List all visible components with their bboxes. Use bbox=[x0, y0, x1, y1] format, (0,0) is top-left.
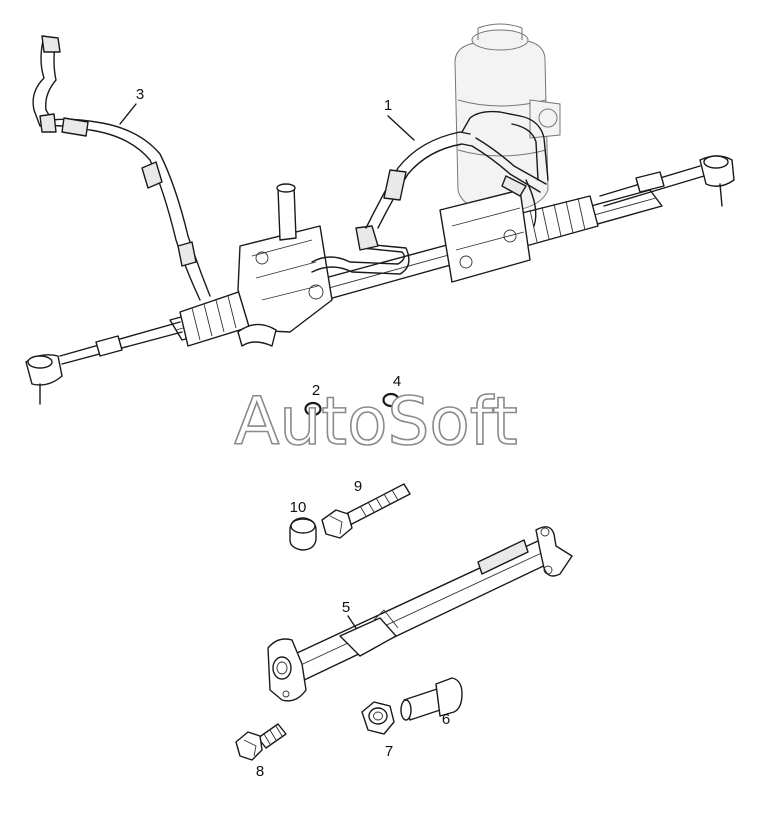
callout-1: 1 bbox=[384, 97, 392, 114]
leader-5 bbox=[347, 615, 357, 629]
short-bolt-8 bbox=[235, 723, 287, 761]
right-tie-rod bbox=[599, 155, 735, 207]
callout-7: 7 bbox=[385, 743, 393, 760]
pressure-line-hose bbox=[311, 110, 549, 275]
callout-labels: 1 2 3 4 5 6 7 8 9 10 bbox=[136, 86, 450, 780]
reservoir-pump bbox=[454, 23, 561, 213]
o-ring-2 bbox=[304, 401, 322, 417]
watermark-text: AutoSoft bbox=[234, 383, 517, 460]
nut-7 bbox=[361, 701, 395, 735]
bracket-5 bbox=[267, 526, 573, 702]
callout-3: 3 bbox=[136, 86, 144, 103]
callout-5: 5 bbox=[342, 599, 350, 616]
long-bolt-9 bbox=[321, 483, 411, 539]
bolt-6 bbox=[400, 677, 463, 721]
callout-2: 2 bbox=[312, 382, 320, 399]
steering-rack bbox=[169, 183, 663, 347]
callout-6: 6 bbox=[442, 711, 450, 728]
pinion-housing bbox=[237, 183, 333, 333]
leader-3 bbox=[119, 103, 137, 125]
callout-9: 9 bbox=[354, 478, 362, 495]
left-tie-rod bbox=[25, 321, 183, 405]
right-housing-block bbox=[439, 189, 531, 283]
leader-1 bbox=[387, 115, 415, 141]
callout-8: 8 bbox=[256, 763, 264, 780]
o-ring-4 bbox=[382, 392, 400, 408]
callout-10: 10 bbox=[290, 499, 307, 516]
callout-4: 4 bbox=[393, 373, 401, 390]
leader-lines bbox=[119, 103, 415, 629]
cap-10 bbox=[289, 517, 317, 551]
return-hose bbox=[32, 35, 211, 301]
